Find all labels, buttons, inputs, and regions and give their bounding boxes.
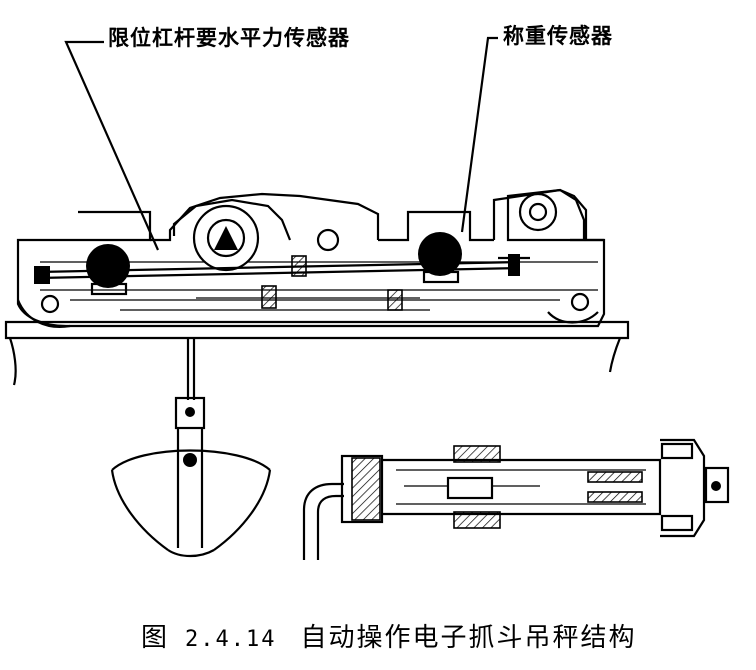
pulley-housing bbox=[172, 198, 340, 272]
tension-rod bbox=[34, 254, 530, 284]
label-weighing-sensor: 称重传感器 bbox=[503, 24, 613, 48]
trolley-frame bbox=[16, 188, 606, 328]
rail-beam bbox=[4, 320, 630, 386]
caption-prefix: 图 bbox=[141, 623, 170, 653]
grab-bucket bbox=[110, 338, 272, 558]
leader-line-right bbox=[460, 36, 498, 233]
linkage-bolts bbox=[196, 255, 420, 311]
label-limit-lever-sensor: 限位杠杆要水平力传感器 bbox=[108, 26, 350, 50]
caption-title: 自动操作电子抓斗吊秤结构 bbox=[300, 623, 637, 653]
trolley-wheels bbox=[16, 292, 599, 328]
caption-number: 2.4.14 bbox=[185, 627, 277, 652]
left-load-cell bbox=[86, 244, 130, 296]
sensor-detail-drawing bbox=[302, 438, 730, 560]
lifting-lug bbox=[506, 188, 586, 242]
leader-line-left bbox=[64, 40, 160, 251]
right-load-cell bbox=[418, 232, 462, 284]
figure-caption: 图 2.4.14 自动操作电子抓斗吊秤结构 bbox=[141, 617, 637, 654]
